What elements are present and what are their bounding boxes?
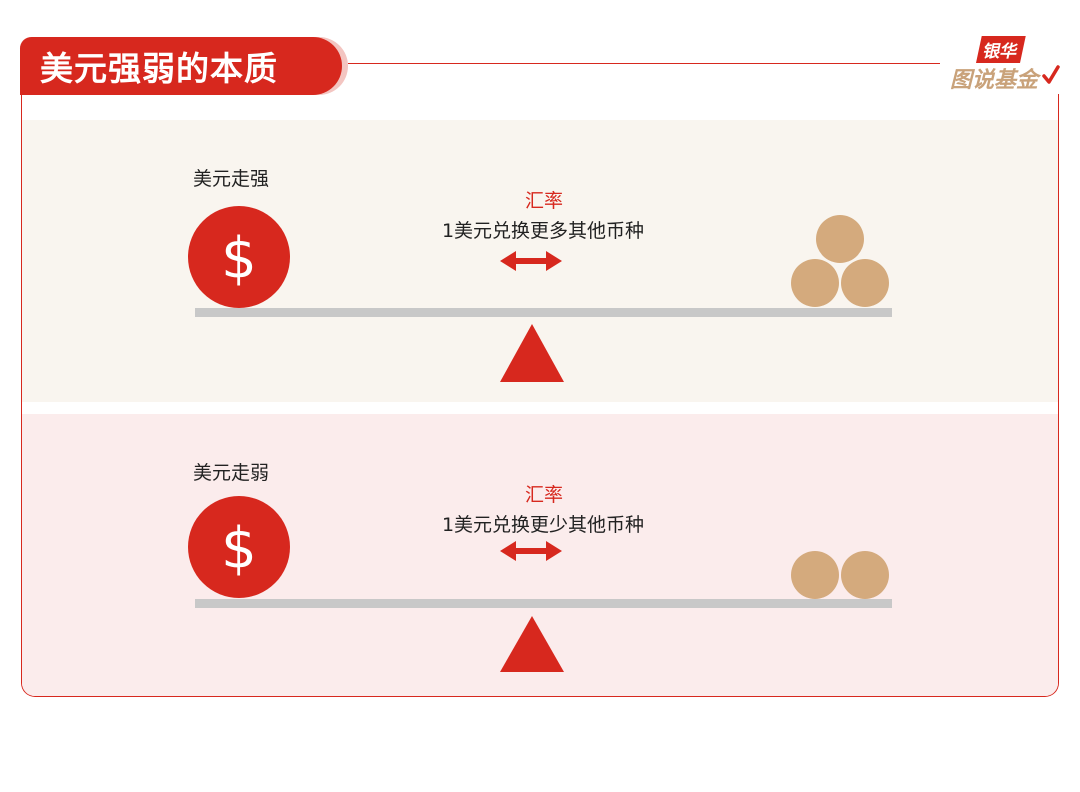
panel-dollar-strong: 美元走强 汇率 1美元兑换更多其他币种 $ xyxy=(22,120,1058,402)
coin-icon xyxy=(791,551,839,599)
coin-icon xyxy=(816,215,864,263)
content-frame: 美元走强 汇率 1美元兑换更多其他币种 $ xyxy=(21,94,1059,697)
page-title-text: 美元强弱的本质 xyxy=(40,49,278,88)
fulcrum-triangle-icon xyxy=(500,324,564,382)
balance-beam xyxy=(195,599,892,608)
coin-icon xyxy=(791,259,839,307)
balance-beam xyxy=(195,308,892,317)
seesaw-strong: $ xyxy=(188,206,892,382)
fulcrum-triangle-icon xyxy=(500,616,564,672)
dollar-coin-icon: $ xyxy=(188,496,290,598)
dollar-symbol: $ xyxy=(221,226,257,291)
page-title: 美元强弱的本质 xyxy=(20,37,342,95)
dollar-symbol: $ xyxy=(221,516,257,581)
logo-top-text: 银华 xyxy=(976,36,1026,63)
coin-icon xyxy=(841,551,889,599)
coin-icon xyxy=(841,259,889,307)
rate-title-strong: 汇率 xyxy=(524,190,563,212)
checkmark-icon xyxy=(1042,65,1060,84)
seesaw-weak: $ xyxy=(188,496,892,672)
scene-strong: 美元走强 汇率 1美元兑换更多其他币种 $ xyxy=(22,120,1058,402)
scene-weak: 美元走弱 汇率 1美元兑换更少其他币种 $ xyxy=(22,414,1058,696)
rate-desc-weak: 1美元兑换更少其他币种 xyxy=(441,514,645,536)
brand-logo: 银华 图说基金 xyxy=(948,36,1060,93)
panel-dollar-weak: 美元走弱 汇率 1美元兑换更少其他币种 $ xyxy=(22,414,1058,696)
dollar-coin-icon: $ xyxy=(188,206,290,308)
scene-label-strong: 美元走强 xyxy=(193,168,270,190)
scene-label-weak: 美元走弱 xyxy=(193,462,270,484)
logo-bottom-text: 图说基金 xyxy=(950,68,1039,93)
header-divider xyxy=(348,63,940,64)
rate-desc-strong: 1美元兑换更多其他币种 xyxy=(441,220,645,242)
double-arrow-icon xyxy=(500,541,562,561)
double-arrow-icon xyxy=(500,251,562,271)
rate-title-weak: 汇率 xyxy=(524,484,563,506)
